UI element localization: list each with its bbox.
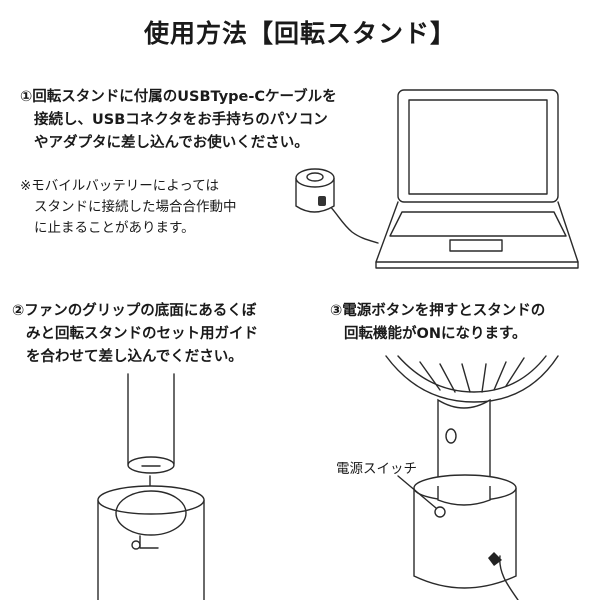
- stand-recess: [115, 490, 187, 536]
- stand-button-icon: [131, 540, 141, 550]
- stand-top-recess: [306, 172, 324, 182]
- fan-grip-body: [127, 373, 175, 465]
- stand-top-small: [295, 168, 335, 188]
- laptop-screen-outer: [397, 89, 559, 203]
- step3-line1: ③電源ボタンを押すとスタンドの: [330, 303, 546, 319]
- laptop-keyboard: [389, 211, 567, 237]
- stand-body-large: [97, 499, 205, 600]
- handle-base: [437, 486, 491, 506]
- step1-line3: やアダプタに差し込んでお使いください。: [34, 135, 309, 151]
- laptop-base-edge: [375, 261, 579, 269]
- step1-line2: 接続し、USBコネクタをお手持ちのパソコン: [34, 112, 328, 128]
- stand-top-large: [97, 485, 205, 515]
- stand-guide-mark: [139, 535, 159, 549]
- power-switch-label: 電源スイッチ: [336, 461, 417, 477]
- laptop-screen-inner: [408, 99, 548, 195]
- battery-note: ※モバイルバッテリーによっては スタンドに接続した場合合作動中 に止まることがあ…: [20, 176, 237, 239]
- step2-line1: ②ファンのグリップの底面にあるくぼ: [12, 303, 257, 319]
- fan-blade-lines: [419, 357, 525, 393]
- usb-connector-icon: [318, 196, 326, 206]
- page-title: 使用方法【回転スタンド】: [143, 19, 456, 48]
- usb-cable: [322, 199, 379, 244]
- step2-line3: を合わせて差し込んでください。: [26, 349, 243, 365]
- fan-grip-bottom: [127, 456, 175, 474]
- step3-instructions: ③電源ボタンを押すとスタンドの 回転機能がONになります。: [330, 300, 545, 346]
- stand-body-fan: [413, 488, 517, 589]
- stand-power-switch-icon: [434, 506, 446, 518]
- step2-line2: みと回転スタンドのセット用ガイド: [26, 326, 258, 342]
- laptop-touchpad: [449, 239, 503, 252]
- fan-power-button: [445, 428, 457, 444]
- step1-instructions: ①回転スタンドに付属のUSBType-Cケーブルを 接続し、USBコネクタをお手…: [20, 86, 337, 155]
- cable-connector-icon: [488, 552, 502, 566]
- step2-instructions: ②ファンのグリップの底面にあるくぼ みと回転スタンドのセット用ガイド を合わせて…: [12, 300, 258, 369]
- step3-line2: 回転機能がONになります。: [344, 326, 527, 342]
- fan-head-outer: [385, 355, 559, 403]
- note-line3: に止まることがあります。: [34, 220, 195, 236]
- step1-line1: ①回転スタンドに付属のUSBType-Cケーブルを: [20, 89, 337, 105]
- note-line1: ※モバイルバッテリーによっては: [20, 178, 219, 194]
- power-switch-leader-line: [397, 475, 437, 509]
- fan-head-inner: [397, 355, 547, 393]
- note-line2: スタンドに接続した場合合作動中: [34, 199, 237, 215]
- laptop-base: [375, 201, 579, 263]
